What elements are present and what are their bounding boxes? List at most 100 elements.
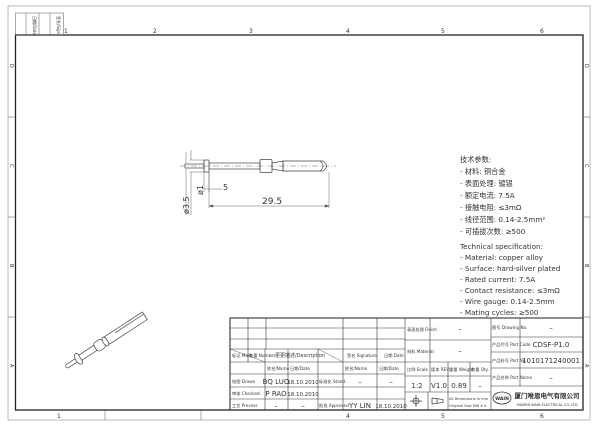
part-code-value: CDSF-P1.0 [533, 341, 570, 349]
checked-name: P RAO [265, 390, 287, 398]
part-name-label: 产品名称 Part Name [492, 374, 532, 381]
zone-col-4: 4 [346, 28, 350, 35]
part-no-label: 产品料号 Part No. [492, 357, 527, 364]
company-name-en: XIAMEN WAIN ELECTRICAL CO.,LTD [516, 403, 577, 407]
stand-name: – [358, 378, 362, 386]
pin-side-view [180, 159, 336, 173]
finish-value: – [458, 325, 462, 333]
zone-row-b-right: B [583, 264, 589, 268]
zone-row-d-right: D [583, 64, 589, 68]
stand-date: – [389, 378, 393, 386]
weight-label: 重量 Weight [449, 366, 474, 373]
scale-value: 1:2 [411, 382, 422, 390]
outer-frame [7, 5, 591, 421]
company-logo: WAIN [492, 391, 512, 405]
zone-marks: 1 2 3 4 5 6 1 4 5 6 D C B A D C B A [8, 28, 590, 420]
dim-body-diameter: ø3.5 [182, 196, 191, 214]
dim-tip-diameter: ø1 [196, 185, 205, 195]
approved-date: 18.10.2010 [375, 404, 407, 410]
zone-row-d: D [8, 64, 14, 68]
logo-text: WAIN [495, 396, 509, 402]
spec-cn-item: - 表面处理: 镀银 [460, 179, 513, 188]
spec-english: Technical specification: - Material: cop… [459, 242, 560, 317]
weight-value: 0.89 [451, 382, 467, 390]
pin-isometric-view [65, 311, 148, 369]
date-header: 日期 Date [384, 353, 404, 359]
finish-label: 表面处理 Finish [407, 326, 437, 333]
process-date: – [301, 402, 305, 410]
original-size-note: Original Size DIN A 4 [449, 404, 487, 408]
dim-tip-length: 5 [223, 183, 228, 192]
rev-label: 版本 REV. [431, 366, 450, 373]
dimensions-note: All Dimensions in mm [449, 397, 489, 401]
zone-col-3: 3 [249, 28, 253, 35]
spec-chinese: 技术参数: - 材料: 铜合金 - 表面处理: 镀银 - 额定电流: 7.5A … [460, 155, 545, 236]
process-name: – [274, 402, 278, 410]
spec-en-item: - Rated current: 7.5A [460, 275, 535, 284]
dimensions [185, 150, 330, 215]
spec-cn-item: - 材料: 铜合金 [460, 167, 506, 176]
dim-overall-length: 29.5 [262, 197, 282, 207]
scale-label: 比例 Scale [407, 366, 428, 373]
spec-cn-title: 技术参数: [460, 155, 491, 164]
spec-en-item: - Mating cycles: ≥500 [460, 308, 539, 317]
zone-row-c-right: C [583, 164, 589, 168]
signature-header: 签名 Signature [347, 352, 377, 359]
drawn-name: BQ LUO [263, 378, 290, 386]
number-header: 数量 Number [249, 352, 276, 359]
spec-cn-item: - 额定电流: 7.5A [460, 191, 515, 200]
qty-value: – [478, 382, 482, 390]
name-column-header-2: 姓名/Name [345, 365, 368, 372]
stand-label: 标准化 Stand. [319, 378, 346, 385]
part-no-value: 1010171240001 [522, 357, 580, 365]
company-name-cn: 厦门唯恩电气有限公司 [515, 391, 580, 400]
material-value: – [458, 347, 462, 355]
zone-col-6: 6 [540, 28, 544, 35]
zone-col-bottom-6: 6 [540, 413, 544, 420]
corner-sign-box: 日期/Date 签名/Sign [15, 12, 64, 35]
part-name-value: – [549, 374, 553, 382]
spec-en-item: - Contact resistance: ≤3mΩ [460, 286, 560, 295]
mark-header: 标记 Mark [232, 352, 253, 359]
material-label: 材料 Material [407, 348, 434, 355]
zone-row-b: B [8, 264, 14, 268]
date-column-header-2: 日期/Date [379, 366, 399, 372]
approved-label: 批准 Approved [319, 402, 349, 409]
zone-col-2: 2 [153, 28, 157, 35]
date-column-header: 日期/Date [290, 366, 310, 372]
drawn-date: 18.10.2010 [287, 380, 319, 386]
spec-cn-item: - 可插拔次数: ≥500 [460, 227, 526, 236]
corner-date-label: 日期/Date [32, 16, 38, 35]
rev-value: V1.0 [431, 382, 447, 390]
description-header: 更更描述/Description [275, 352, 325, 359]
spec-en-item: - Material: copper alloy [460, 253, 544, 262]
approved-name: YY LIN [348, 402, 371, 410]
checked-date: 18.10.2010 [287, 392, 319, 398]
drawn-label: 绘图 Drawn [232, 378, 256, 385]
spec-en-item: - Surface: hard-silver plated [460, 264, 560, 273]
zone-row-a-right: A [583, 364, 589, 368]
process-label: 工艺 Process [232, 403, 258, 408]
qty-label: 数量 Qty. [471, 366, 489, 373]
zone-col-5: 5 [441, 28, 445, 35]
spec-en-title: Technical specification: [459, 242, 543, 251]
projection-symbol-icon [410, 395, 444, 407]
zone-row-c: C [8, 164, 14, 168]
spec-cn-item: - 接触电阻: ≤3mΩ [460, 203, 522, 212]
checked-label: 审核 Checked [232, 390, 260, 397]
spec-cn-item: - 线径范围: 0.14-2.5mm² [460, 215, 545, 224]
pin-crimp-barrel [282, 160, 327, 172]
zone-col-bottom-1: 1 [57, 413, 61, 420]
zone-col-1: 1 [64, 28, 68, 35]
spec-en-item: - Wire gauge: 0.14-2.5mm [460, 297, 555, 306]
part-code-label: 产品代号 Part Code [492, 341, 531, 348]
title-block: 标记 Mark 数量 Number 更更描述/Description 签名 Si… [229, 317, 584, 411]
drawing-no-label: 图号 Drawing No. [492, 325, 527, 331]
zone-row-a: A [8, 364, 14, 368]
drawing-no-value: – [549, 324, 553, 332]
zone-col-bottom-5: 5 [441, 413, 445, 420]
corner-sign-label: 签名/Sign [56, 16, 62, 35]
name-column-header: 姓名/Name [267, 365, 290, 372]
zone-col-bottom-4: 4 [346, 413, 350, 420]
